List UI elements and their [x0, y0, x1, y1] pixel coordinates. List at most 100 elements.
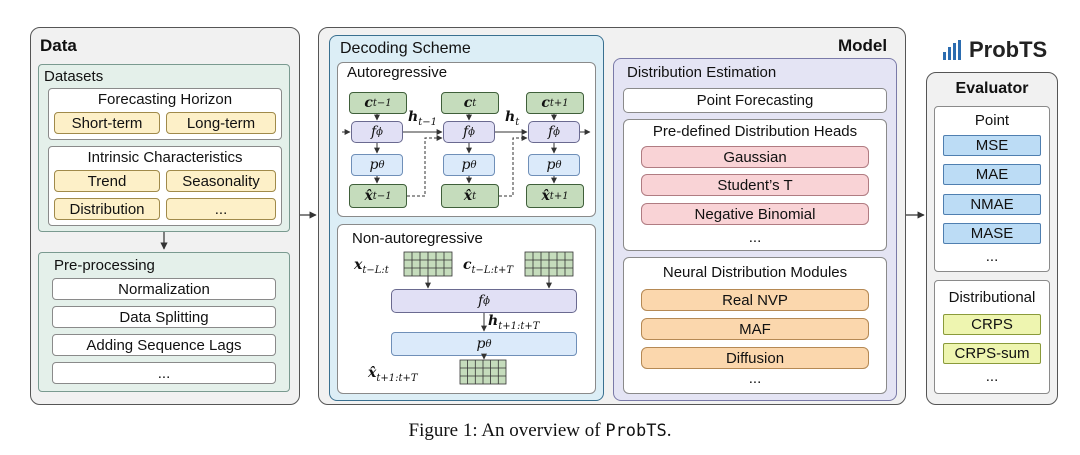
h-label: h: [488, 313, 499, 329]
f-sub: ϕ: [468, 126, 475, 138]
datasets-title: Datasets: [44, 68, 104, 85]
x-output-grid: [459, 359, 507, 385]
probts-logo: ProbTS: [943, 36, 1053, 66]
mase-box: MASE: [943, 223, 1041, 244]
f-label: f: [370, 124, 377, 140]
data-splitting-box: Data Splitting: [52, 306, 276, 328]
x-input-label: xt−L:t: [354, 256, 389, 276]
f-sub: ϕ: [553, 126, 560, 138]
model-panel-title: Model: [838, 36, 888, 55]
c-input-symbol: c: [463, 257, 472, 273]
x-hat-label: x̂: [463, 188, 473, 204]
x-hat-t-plus-1-box: x̂t+1: [526, 184, 584, 208]
crps-sum-box: CRPS-sum: [943, 343, 1041, 364]
x-hat-sub: t−1: [372, 190, 392, 202]
evaluator-title: Evaluator: [955, 80, 1029, 97]
caption-suffix: .: [666, 420, 672, 441]
x-input-sub: t−L:t: [362, 265, 389, 277]
short-term-box: Short-term: [54, 112, 160, 134]
x-hat-t-box: x̂t: [441, 184, 499, 208]
x-input-symbol: x: [354, 257, 363, 273]
maf-box: MAF: [641, 318, 869, 340]
f-label: f: [462, 124, 469, 140]
non-ar-h-label: ht+1:t+T: [488, 312, 539, 332]
f-sub: ϕ: [483, 295, 490, 307]
c-input-sub: t−L:t+T: [471, 265, 514, 277]
probts-logo-text: ProbTS: [969, 37, 1048, 62]
c-sub: t: [472, 97, 477, 109]
h-sub: t: [515, 117, 520, 129]
x-output-sub: t+1:t+T: [376, 373, 418, 385]
crps-box: CRPS: [943, 314, 1041, 335]
distributional-metrics-box: [934, 280, 1050, 394]
point-metrics-box: [934, 106, 1050, 272]
p-label: p: [476, 336, 486, 352]
f-label: f: [477, 293, 484, 309]
c-label: c: [463, 95, 473, 111]
x-hat-sub: t+1: [549, 190, 569, 202]
autoregressive-vertical-arrows: [374, 114, 557, 184]
figure-caption: Figure 1: An overview of ProbTS.: [0, 420, 1080, 442]
neural-ellipsis: ...: [748, 370, 762, 387]
p-label: p: [369, 157, 379, 173]
p-sub: θ: [485, 338, 492, 350]
p-sub: θ: [555, 159, 562, 171]
non-autoregressive-arrows: [425, 276, 552, 360]
mae-box: MAE: [943, 164, 1041, 185]
distributional-metrics-ellipsis: ...: [985, 368, 999, 385]
intrinsic-ellipsis-box: ...: [166, 198, 276, 220]
h-t-label: ht: [505, 108, 519, 128]
point-metrics-ellipsis: ...: [985, 248, 999, 265]
gaussian-box: Gaussian: [641, 146, 869, 168]
preprocessing-title: Pre-processing: [54, 257, 155, 274]
p-sub: θ: [378, 159, 385, 171]
distribution-box: Distribution: [54, 198, 160, 220]
c-sub: t−1: [372, 97, 392, 109]
seasonality-box: Seasonality: [166, 170, 276, 192]
distribution-estimation-title: Distribution Estimation: [627, 64, 777, 81]
long-term-box: Long-term: [166, 112, 276, 134]
adding-sequence-lags-box: Adding Sequence Lags: [52, 334, 276, 356]
x-output-label: x̂t+1:t+T: [368, 364, 418, 384]
x-hat-label: x̂: [364, 188, 373, 204]
x-hat-t-minus-1-box: x̂t−1: [349, 184, 407, 208]
caption-name: ProbTS: [605, 421, 667, 441]
c-label: c: [364, 95, 373, 111]
h-label: h: [408, 109, 419, 125]
caption-prefix: Figure 1: An overview of: [408, 420, 606, 441]
nmae-box: NMAE: [943, 194, 1041, 215]
h-sub: t+1:t+T: [498, 321, 540, 333]
intrinsic-characteristics-title: Intrinsic Characteristics: [87, 149, 243, 166]
x-hat-label: x̂: [541, 188, 550, 204]
forecasting-horizon-title: Forecasting Horizon: [97, 91, 233, 108]
distributional-metrics-title: Distributional: [948, 289, 1036, 306]
students-t-box: Student’s T: [641, 174, 869, 196]
autoregressive-title: Autoregressive: [347, 64, 448, 81]
neural-modules-title: Neural Distribution Modules: [662, 264, 848, 281]
h-t-minus-1-label: ht−1: [408, 108, 437, 128]
real-nvp-box: Real NVP: [641, 289, 869, 311]
c-input-grid: [524, 251, 574, 277]
diffusion-box: Diffusion: [641, 347, 869, 369]
decoding-scheme-title: Decoding Scheme: [340, 40, 471, 57]
preprocessing-ellipsis-box: ...: [52, 362, 276, 384]
x-hat-sub: t: [472, 190, 477, 202]
h-sub: t−1: [418, 117, 437, 129]
c-sub: t+1: [549, 97, 569, 109]
normalization-box: Normalization: [52, 278, 276, 300]
point-forecasting-box: Point Forecasting: [623, 88, 887, 113]
predefined-heads-title: Pre-defined Distribution Heads: [652, 123, 858, 140]
mse-box: MSE: [943, 135, 1041, 156]
f-sub: ϕ: [376, 126, 383, 138]
non-autoregressive-title: Non-autoregressive: [352, 230, 483, 247]
